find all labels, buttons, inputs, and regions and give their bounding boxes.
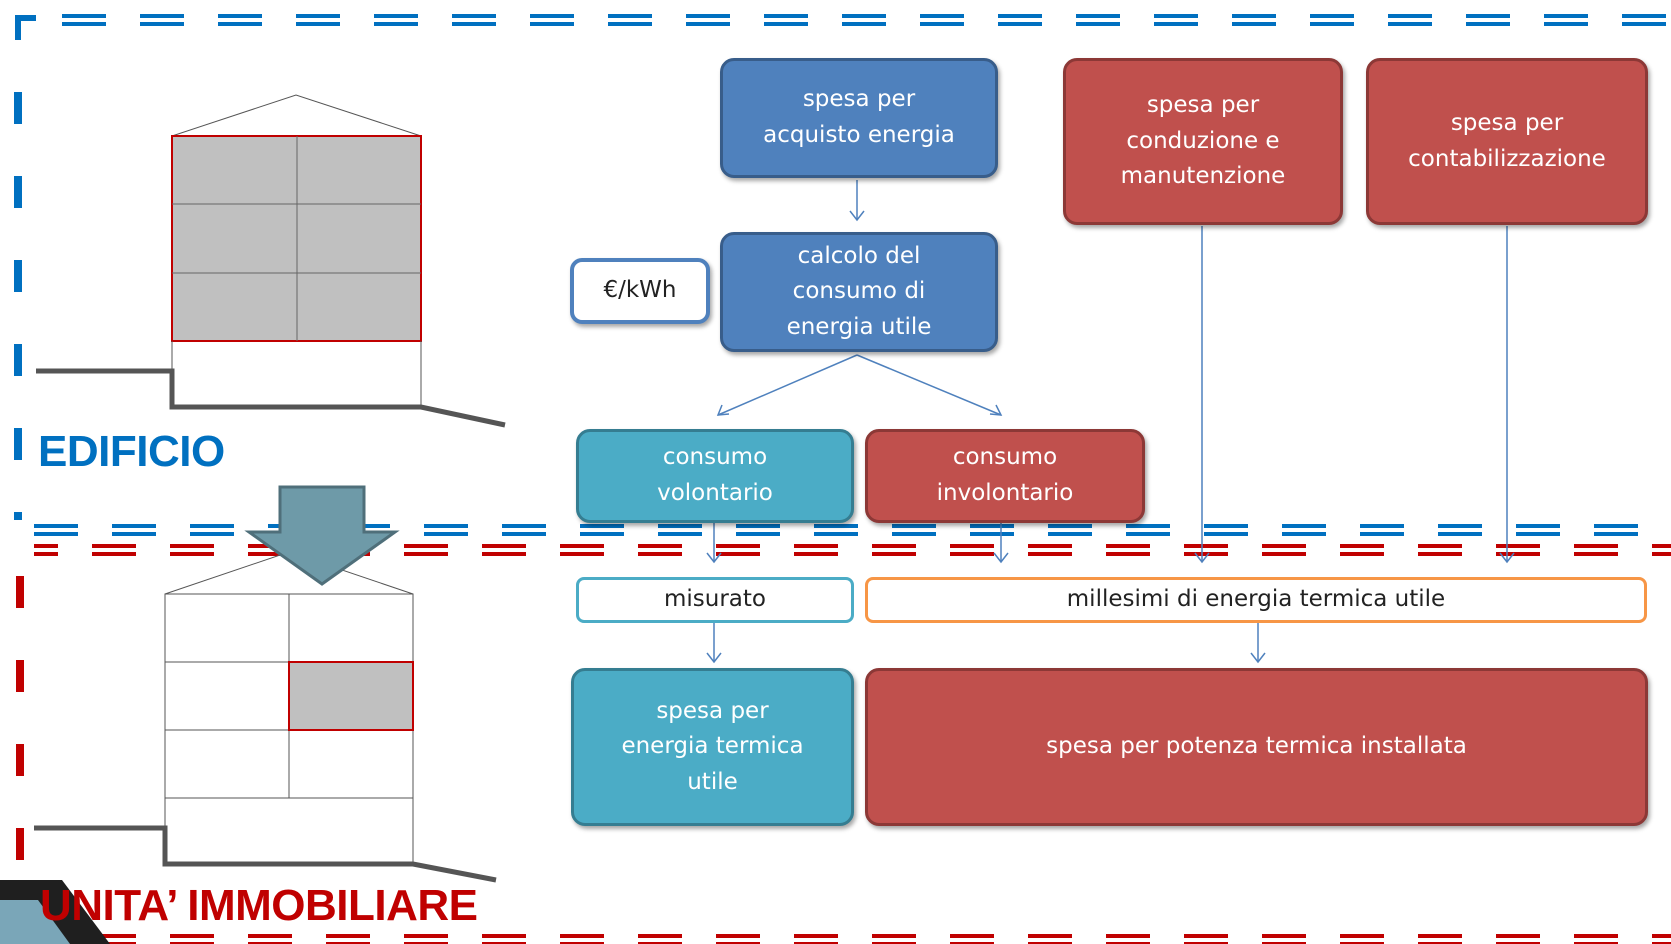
voluntary-consumption-box: consumo volontario — [576, 429, 854, 523]
unit-drawing — [34, 551, 497, 883]
unit-price-box: €/kWh — [570, 258, 710, 324]
flow-connectors — [706, 180, 1515, 664]
installed-power-cost-box: spesa per potenza termica installata — [865, 668, 1648, 826]
unit-section-label: UNITA’ IMMOBILIARE — [40, 881, 478, 930]
building-section-label: EDIFICIO — [38, 427, 225, 476]
measured-box: misurato — [576, 577, 854, 623]
unit-section-border — [16, 544, 1671, 944]
building-drawing — [36, 94, 506, 428]
corner-decoration — [0, 880, 110, 944]
maintenance-box: spesa per conduzione e manutenzione — [1063, 58, 1343, 225]
thousandths-box: millesimi di energia termica utile — [865, 577, 1647, 623]
energy-purchase-box: spesa per acquisto energia — [720, 58, 998, 178]
thermal-energy-cost-box: spesa per energia termica utile — [571, 668, 854, 826]
down-arrow-icon — [244, 485, 400, 586]
accounting-box: spesa per contabilizzazione — [1366, 58, 1648, 225]
involuntary-consumption-box: consumo involontario — [865, 429, 1145, 523]
useful-energy-calc-box: calcolo del consumo di energia utile — [720, 232, 998, 352]
